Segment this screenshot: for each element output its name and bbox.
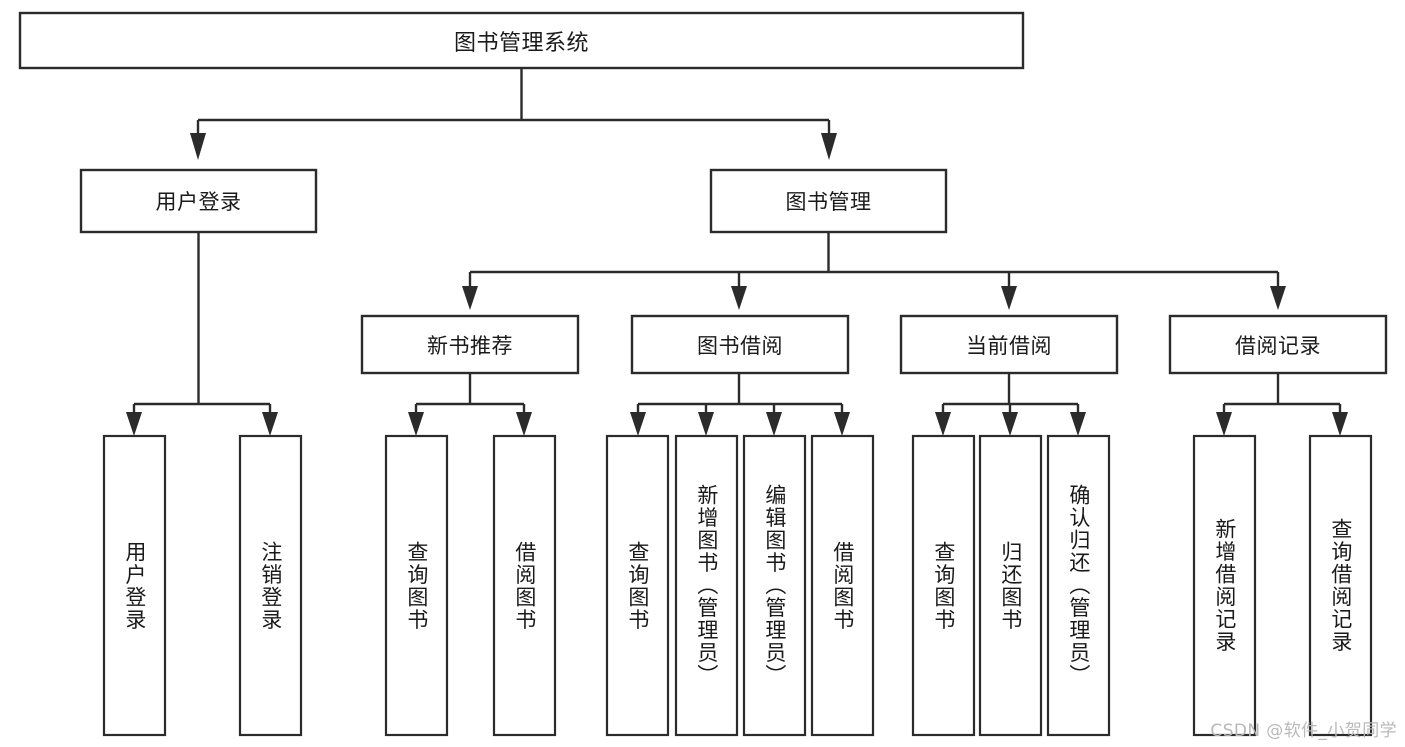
leaf-box-current-query[interactable]: [911, 434, 976, 737]
arrowhead-bookmgmt-to-borrow: [731, 286, 747, 310]
arrowhead-bookmgmt-to-new: [462, 286, 478, 310]
csdn-watermark: CSDN @软件_小贺同学: [1210, 721, 1397, 741]
leaf-box-current-return[interactable]: [978, 434, 1043, 737]
leaf-box-record-query[interactable]: [1308, 434, 1373, 737]
arrowhead-root-to-login: [190, 133, 206, 160]
arrowhead-bookborrow-leaf3: [766, 412, 782, 436]
node-user-login-box[interactable]: [79, 168, 318, 234]
leaf-box-newbook-query[interactable]: [384, 434, 449, 737]
node-new-book-recommend-box[interactable]: [360, 314, 580, 375]
arrowhead-bookborrow-leaf4: [834, 412, 850, 436]
arrowhead-bookborrow-leaf1: [630, 412, 646, 436]
arrowhead-borrowrecord-leaf1: [1216, 412, 1232, 436]
arrowhead-newbook-leaf2: [516, 412, 532, 436]
node-book-management-box[interactable]: [709, 168, 948, 234]
leaf-box-borrow-edit[interactable]: [742, 434, 807, 737]
node-current-borrow-box[interactable]: [899, 314, 1119, 375]
node-book-borrow-box[interactable]: [630, 314, 850, 375]
arrowhead-login-leaf1: [126, 412, 142, 436]
node-root-box[interactable]: [18, 11, 1025, 70]
node-borrow-record-box[interactable]: [1168, 314, 1388, 375]
arrowhead-currentborrow-leaf1: [935, 412, 951, 436]
leaf-box-record-add[interactable]: [1192, 434, 1257, 737]
arrowhead-bookmgmt-to-current: [1001, 286, 1017, 310]
arrowhead-newbook-leaf1: [408, 412, 424, 436]
leaf-box-borrow-query[interactable]: [605, 434, 670, 737]
leaf-box-borrow-lend[interactable]: [810, 434, 875, 737]
leaf-box-borrow-add[interactable]: [674, 434, 739, 737]
arrowhead-currentborrow-leaf2: [1002, 412, 1018, 436]
arrowhead-borrowrecord-leaf2: [1332, 412, 1348, 436]
arrowhead-bookmgmt-to-record: [1270, 286, 1286, 310]
arrowhead-login-leaf2: [262, 412, 278, 436]
arrowhead-root-to-bookmgmt: [821, 133, 837, 160]
arrowhead-bookborrow-leaf2: [698, 412, 714, 436]
leaf-box-user-login[interactable]: [102, 434, 167, 737]
leaf-box-newbook-borrow[interactable]: [492, 434, 557, 737]
leaf-box-logout[interactable]: [238, 434, 303, 737]
arrowhead-currentborrow-leaf3: [1070, 412, 1086, 436]
leaf-box-current-confirm[interactable]: [1046, 434, 1111, 737]
